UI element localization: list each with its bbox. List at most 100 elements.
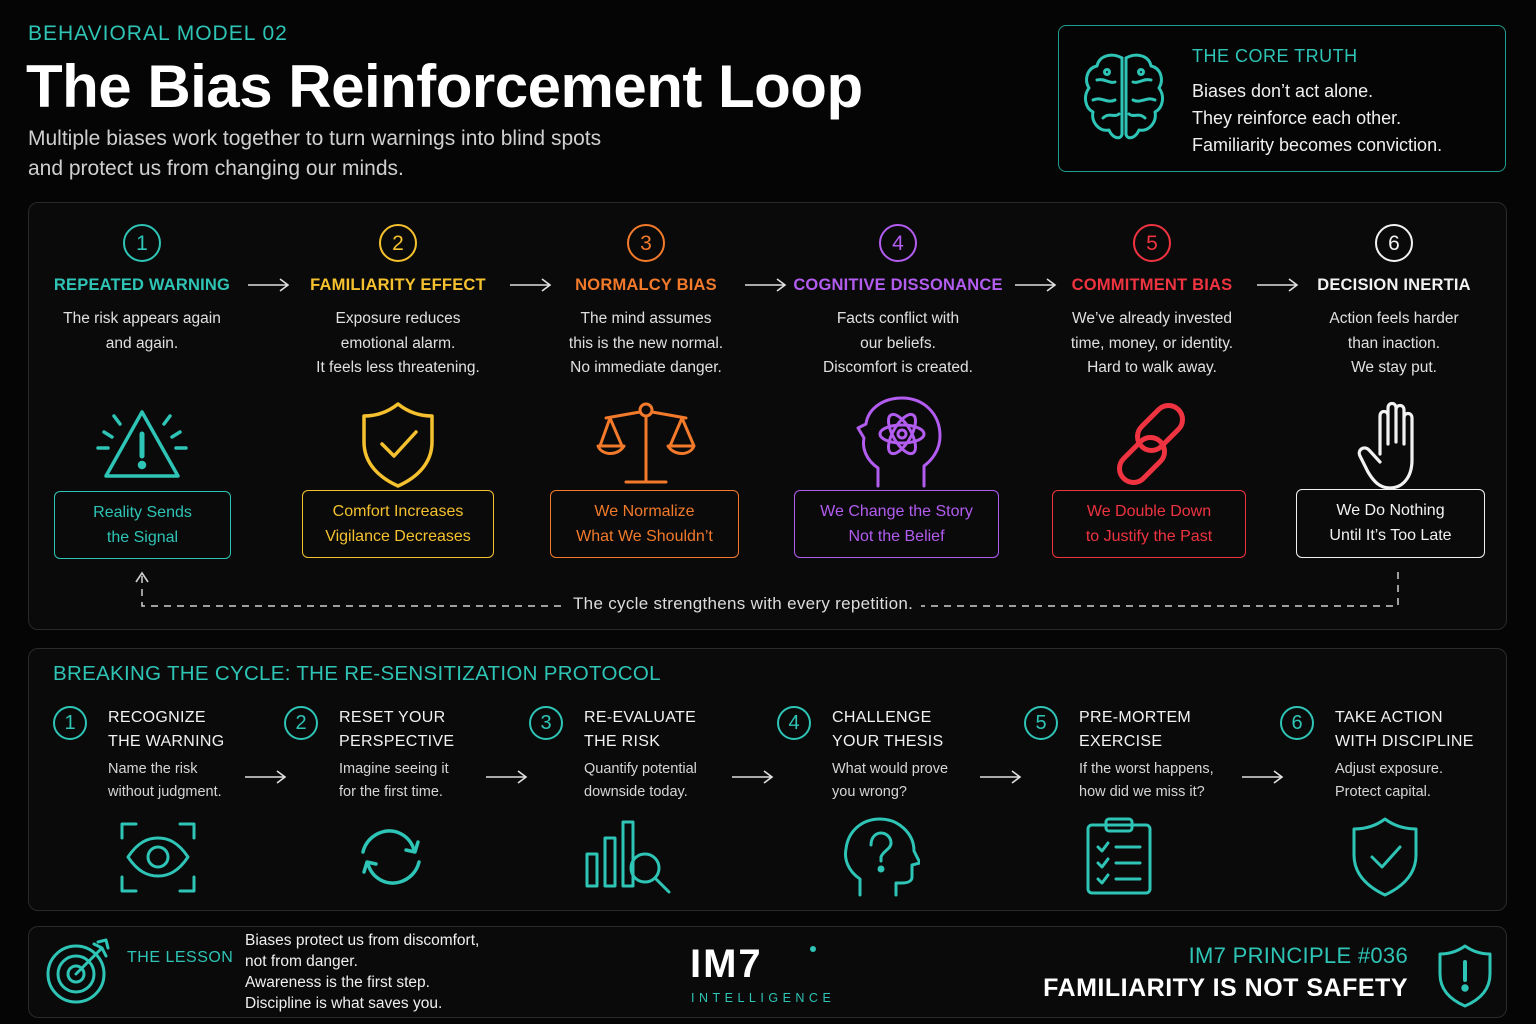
shield-alert-icon [1438, 944, 1492, 1008]
outcome-do-nothing: We Do Nothing Until It’s Too Late [1296, 489, 1485, 558]
outcome-line: Vigilance Decreases [325, 528, 471, 545]
step-label: COMMITMENT BIAS [1071, 276, 1233, 294]
loop-step-decision-inertia: 6 DECISION INERTIA Action feels harder t… [1269, 224, 1519, 490]
lesson-text: Biases protect us from discomfort, not f… [245, 930, 479, 1014]
lesson-panel [28, 926, 1507, 1018]
step-number: 2 [284, 706, 318, 740]
core-truth-line: They reinforce each other. [1192, 108, 1402, 128]
step-description: Action feels harder than inaction. We st… [1269, 307, 1519, 381]
lesson-line: Discipline is what saves you. [245, 995, 443, 1012]
step-number: 5 [1024, 706, 1058, 740]
step-number: 5 [1133, 224, 1171, 262]
protocol-step-description: If the worst happens,how did we miss it? [1079, 758, 1214, 804]
eyebrow: BEHAVIORAL MODEL 02 [28, 22, 288, 45]
brand-tagline: INTELLIGENCE [691, 991, 836, 1005]
outcome-line: We Double Down [1086, 503, 1212, 520]
desc-line: It feels less threatening. [316, 359, 480, 376]
shield-check-icon [1352, 817, 1418, 897]
page-title: The Bias Reinforcement Loop [26, 53, 863, 120]
desc-line: The mind assumes [580, 310, 712, 327]
desc-line: We stay put. [1351, 359, 1437, 376]
core-truth-text: Biases don’t act alone. They reinforce e… [1192, 78, 1442, 159]
desc-line: you wrong? [832, 784, 907, 800]
brand-logo: IM7 [690, 942, 763, 986]
desc-line: If the worst happens, [1079, 761, 1214, 777]
protocol-step-title: CHALLENGE YOUR THESIS [832, 706, 943, 754]
desc-line: The risk appears again [63, 310, 221, 327]
desc-line: our beliefs. [860, 334, 936, 352]
desc-line: emotional alarm. [340, 334, 456, 352]
step-number: 4 [879, 224, 917, 262]
step-number: 1 [123, 224, 161, 262]
step-number: 6 [1375, 224, 1413, 262]
desc-line: Adjust exposure. [1335, 761, 1444, 777]
protocol-step-title: RESET YOUR PERSPECTIVE [339, 706, 454, 754]
loop-step-familiarity-effect: 2 FAMILIARITY EFFECT Exposure reduces em… [273, 224, 523, 488]
step-number: 1 [53, 706, 87, 740]
protocol-step-description: Adjust exposure.Protect capital. [1335, 758, 1443, 804]
warning-triangle-icon [96, 410, 188, 478]
title-line: RE-EVALUATE [584, 709, 697, 726]
core-truth-card: THE CORE TRUTH Biases don’t act alone. T… [1058, 25, 1506, 172]
arrow-right-icon [1015, 278, 1057, 292]
eye-scan-icon [120, 822, 196, 893]
title-line: YOUR THESIS [832, 733, 944, 750]
desc-line: Imagine seeing it [339, 761, 449, 777]
desc-line: than inaction. [1347, 334, 1441, 352]
desc-line: Exposure reduces [335, 310, 461, 327]
title-line: RESET YOUR [339, 709, 446, 726]
brain-icon [1084, 53, 1164, 140]
arrow-right-icon [732, 770, 774, 784]
desc-line: Hard to walk away. [1087, 359, 1217, 376]
title-line: THE RISK [584, 733, 661, 750]
lesson-line: not from danger. [245, 953, 358, 970]
arrow-right-icon [510, 278, 552, 292]
desc-line: for the first time. [339, 784, 443, 800]
desc-line: Quantify potential [584, 761, 697, 777]
step-number: 2 [379, 224, 417, 262]
head-question-icon [844, 817, 920, 897]
step-label: FAMILIARITY EFFECT [310, 276, 486, 294]
desc-line: time, money, or identity. [1070, 334, 1234, 352]
step-label: REPEATED WARNING [53, 276, 231, 294]
core-truth-heading: THE CORE TRUTH [1192, 46, 1358, 66]
arrow-right-icon [1257, 278, 1299, 292]
outcome-line: the Signal [106, 529, 179, 546]
clipboard-checklist-icon [1086, 817, 1152, 895]
desc-line: Facts conflict with [836, 310, 960, 327]
title-line: PERSPECTIVE [339, 733, 455, 750]
protocol-step-description: Imagine seeing it for the first time. [339, 758, 449, 804]
step-label: COGNITIVE DISSONANCE [793, 276, 1003, 294]
bias-loop-panel [28, 202, 1507, 630]
outcome-change-story: We Change the Story Not the Belief [794, 490, 999, 558]
outcome-line: to Justify the Past [1085, 528, 1213, 545]
desc-line: Name the risk [108, 761, 198, 777]
title-line: PRE-MORTEM [1079, 709, 1192, 726]
title-line: THE WARNING [108, 733, 225, 750]
desc-line: We’ve already invested [1072, 310, 1232, 327]
lesson-line: Awareness is the first step. [245, 974, 430, 991]
desc-line: downside today. [584, 784, 688, 800]
desc-line: What would prove [832, 761, 949, 777]
protocol-step-title: RECOGNIZE THE WARNING [108, 706, 224, 754]
chain-link-icon [1117, 403, 1185, 485]
outcome-line: We Do Nothing [1336, 502, 1445, 519]
step-number: 3 [529, 706, 563, 740]
refresh-icon [361, 829, 421, 885]
outcome-double-down: We Double Down to Justify the Past [1052, 490, 1246, 558]
step-description: The mind assumes this is the new normal.… [521, 307, 771, 381]
title-line: RECOGNIZE [108, 709, 206, 726]
loop-step-repeated-warning: 1 REPEATED WARNING The risk appears agai… [17, 224, 267, 478]
step-description: The risk appears again and again. [17, 307, 267, 356]
outcome-line: What We Shouldn’t [576, 528, 713, 545]
step-number: 4 [777, 706, 811, 740]
title-line: CHALLENGE [832, 709, 932, 726]
outcome-we-normalize: We Normalize What We Shouldn’t [550, 490, 739, 558]
shield-check-icon [362, 402, 434, 488]
hand-stop-icon [1357, 401, 1414, 490]
core-truth-line: Familiarity becomes conviction. [1192, 135, 1443, 155]
brand-dot [810, 946, 816, 952]
title-line: TAKE ACTION [1335, 709, 1443, 726]
principle-number: IM7 PRINCIPLE #036 [1188, 943, 1408, 968]
step-description: Facts conflict with our beliefs. Discomf… [773, 307, 1023, 381]
